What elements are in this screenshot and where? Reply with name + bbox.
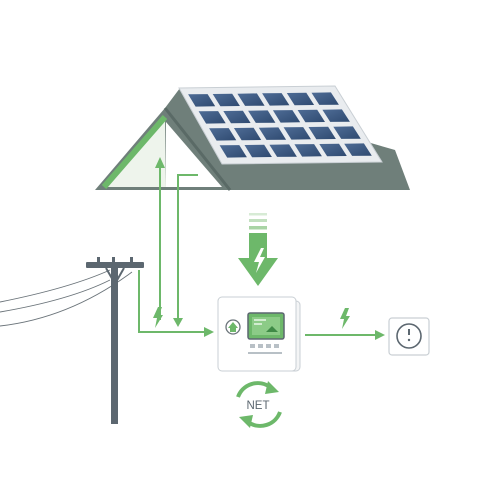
solar-cell <box>248 110 276 123</box>
solar-cell <box>344 143 372 156</box>
solar-panel-icon <box>178 85 383 165</box>
net-label: NET <box>247 400 270 412</box>
solar-cell <box>212 93 240 107</box>
solar-cell <box>198 111 226 124</box>
solar-cell <box>297 109 325 123</box>
solar-cell <box>188 94 216 107</box>
utility-pole-icon <box>86 257 144 424</box>
solar-cell <box>209 128 237 141</box>
lightning-bolt-icon <box>153 307 350 329</box>
solar-cell <box>223 110 251 124</box>
solar-cell <box>333 126 361 139</box>
solar-cell <box>308 126 336 140</box>
solar-cell <box>233 127 262 141</box>
solar-cell <box>283 127 311 140</box>
solar-cell <box>311 92 339 105</box>
solar-cells <box>188 92 372 158</box>
solar-cell <box>237 93 265 106</box>
solar-cell <box>319 143 347 157</box>
solar-cell <box>262 93 290 106</box>
home-icon <box>225 319 241 335</box>
energy-down-arrow-icon <box>238 213 278 286</box>
solar-cell <box>294 144 322 157</box>
meter-keypad <box>248 344 282 354</box>
net-metering-cycle-icon: NET <box>236 381 282 428</box>
arrowheads <box>155 157 385 340</box>
solar-cell <box>322 109 350 122</box>
net-meter-icon <box>217 296 301 372</box>
solar-cell <box>219 145 247 158</box>
solar-cell <box>272 110 301 123</box>
solar-cell <box>269 144 297 157</box>
grid-connection-lines <box>138 166 378 336</box>
solar-cell <box>258 127 287 140</box>
solar-cell <box>286 92 315 106</box>
power-outlet-icon <box>388 317 430 356</box>
solar-cell <box>244 144 272 158</box>
